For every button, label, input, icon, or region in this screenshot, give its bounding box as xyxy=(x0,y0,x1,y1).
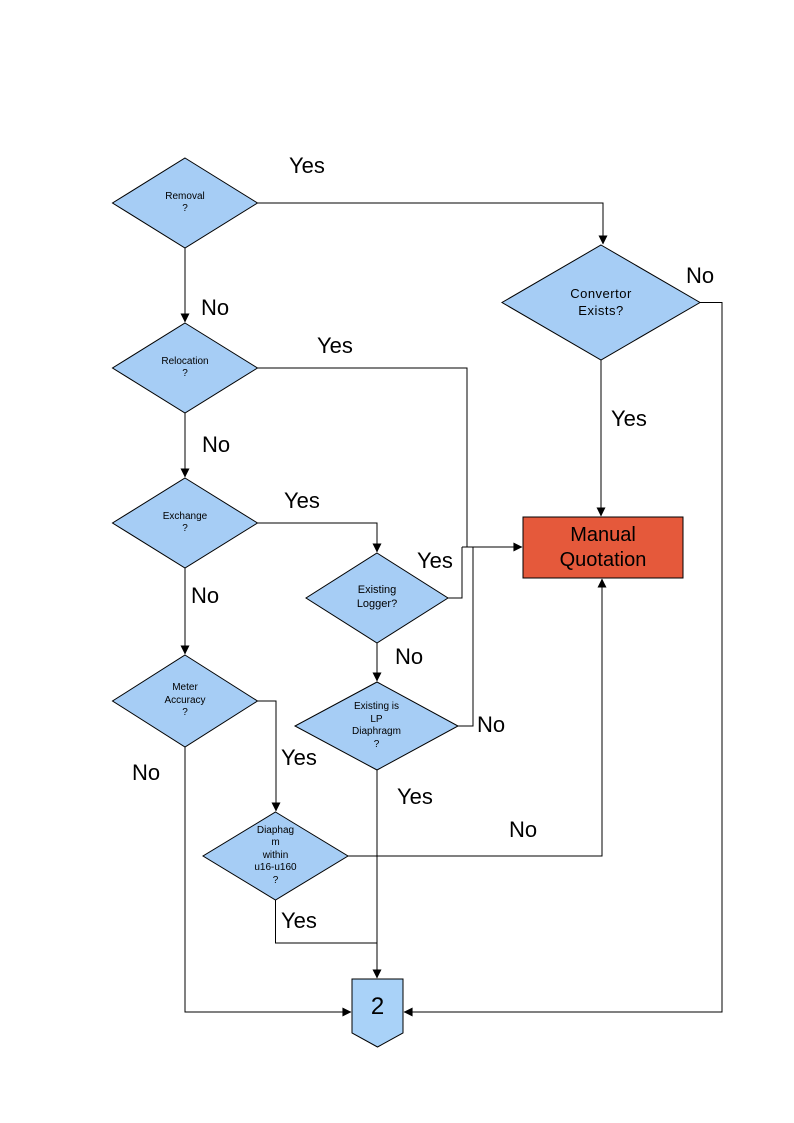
node-manual-quotation-shape xyxy=(522,516,684,579)
edge-label-meter-yes: Yes xyxy=(281,745,317,770)
edge-label-range-yes: Yes xyxy=(281,908,317,933)
edge-label-removal-no: No xyxy=(201,295,230,320)
edge-range-yes-line xyxy=(275,900,377,944)
edge-label-lp-no: No xyxy=(477,712,506,737)
edge-label-convertor-no: No xyxy=(686,263,715,288)
edge-relocation-yes-line xyxy=(257,367,468,547)
node-diaphragm-range-shape xyxy=(202,811,349,901)
edge-removal-yes-line xyxy=(257,202,608,245)
edge-meter-no-line xyxy=(184,747,352,1017)
node-exchange-shape xyxy=(111,477,259,569)
edge-lp-no-line xyxy=(458,547,474,727)
edge-label-logger-no: No xyxy=(395,644,424,669)
node-removal-shape xyxy=(111,157,259,249)
node-connector-2-shape xyxy=(351,978,404,1048)
edge-label-relocation-no: No xyxy=(202,432,231,457)
edge-label-range-no: No xyxy=(509,817,538,842)
edge-label-lp-yes: Yes xyxy=(397,784,433,809)
edge-label-exchange-yes: Yes xyxy=(284,488,320,513)
node-existing-logger-shape xyxy=(305,552,449,644)
edge-label-logger-yes: Yes xyxy=(417,548,453,573)
edge-convertor-no-line xyxy=(403,302,723,1017)
node-meter-accuracy-shape xyxy=(111,654,259,748)
edge-label-exchange-no: No xyxy=(191,583,220,608)
edge-range-no-line xyxy=(348,578,607,857)
edge-exchange-yes-line xyxy=(257,522,382,553)
edge-label-meter-no: No xyxy=(132,760,161,785)
edge-label-convertor-yes: Yes xyxy=(611,406,647,431)
edge-label-relocation-yes: Yes xyxy=(317,333,353,358)
node-lp-diaphragm-shape xyxy=(293,681,460,771)
node-relocation-shape xyxy=(111,322,259,414)
edge-meter-yes-line xyxy=(257,700,281,812)
edge-label-removal-yes: Yes xyxy=(289,153,325,178)
edge-logger-yes-line xyxy=(448,547,463,599)
node-convertor-shape xyxy=(501,244,701,361)
